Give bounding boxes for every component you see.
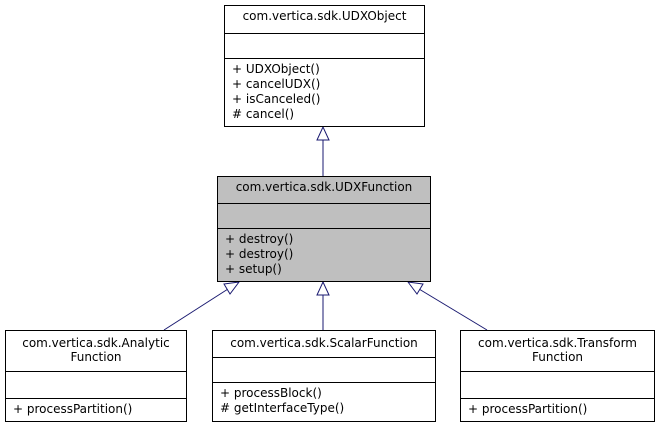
- class-udxfunction-methods: + destroy() + destroy() + setup(): [218, 228, 430, 277]
- class-transform-function-attributes: [461, 371, 654, 398]
- arrowhead-udxobject: [316, 125, 330, 141]
- method: + processBlock(): [220, 386, 322, 400]
- class-analytic-function-methods: + processPartition(): [6, 398, 186, 417]
- arrowhead-from-transform: [406, 281, 424, 295]
- method: + isCanceled(): [232, 92, 321, 106]
- arrowhead-from-scalar: [316, 280, 330, 296]
- method: + destroy(): [225, 232, 294, 246]
- class-udxobject-title: com.vertica.sdk.UDXObject: [242, 9, 407, 23]
- class-analytic-function-title-line1: com.vertica.sdk.Analytic: [22, 336, 170, 350]
- class-scalar-function-title: com.vertica.sdk.ScalarFunction: [230, 336, 418, 350]
- class-transform-function-name-section: com.vertica.sdk.Transform Function: [461, 331, 654, 371]
- class-analytic-function[interactable]: com.vertica.sdk.Analytic Function + proc…: [5, 330, 187, 422]
- class-analytic-function-attributes: [6, 371, 186, 398]
- class-transform-function-title-line2: Function: [531, 350, 584, 364]
- class-scalar-function-attributes: [213, 357, 435, 382]
- class-udxfunction[interactable]: com.vertica.sdk.UDXFunction + destroy() …: [217, 176, 431, 282]
- class-udxobject-methods: + UDXObject() + cancelUDX() + isCanceled…: [225, 58, 424, 122]
- class-analytic-function-title-line2: Function: [70, 350, 122, 364]
- method: # cancel(): [232, 107, 295, 121]
- class-udxobject[interactable]: com.vertica.sdk.UDXObject + UDXObject() …: [224, 5, 425, 127]
- class-transform-function[interactable]: com.vertica.sdk.Transform Function + pro…: [460, 330, 655, 422]
- class-scalar-function-methods: + processBlock() # getInterfaceType(): [213, 382, 435, 416]
- method: + destroy(): [225, 247, 294, 261]
- class-udxfunction-attributes: [218, 203, 430, 228]
- method: + UDXObject(): [232, 62, 320, 76]
- class-transform-function-methods: + processPartition(): [461, 398, 654, 417]
- class-udxobject-attributes: [225, 33, 424, 58]
- class-scalar-function-name-section: com.vertica.sdk.ScalarFunction: [213, 331, 435, 357]
- class-udxfunction-name-section: com.vertica.sdk.UDXFunction: [218, 177, 430, 203]
- method: # getInterfaceType(): [220, 401, 345, 415]
- arrowhead-from-analytic: [223, 281, 241, 295]
- class-transform-function-title-line1: com.vertica.sdk.Transform: [478, 336, 637, 350]
- method: + processPartition(): [468, 402, 588, 416]
- edge-transform-to-udxfunction: [418, 288, 488, 331]
- method: + setup(): [225, 262, 282, 276]
- class-udxfunction-title: com.vertica.sdk.UDXFunction: [235, 180, 413, 194]
- method: + processPartition(): [13, 402, 133, 416]
- class-udxobject-name-section: com.vertica.sdk.UDXObject: [225, 6, 424, 33]
- edge-analytic-to-udxfunction: [163, 288, 229, 331]
- class-scalar-function[interactable]: com.vertica.sdk.ScalarFunction + process…: [212, 330, 436, 422]
- class-analytic-function-name-section: com.vertica.sdk.Analytic Function: [6, 331, 186, 371]
- method: + cancelUDX(): [232, 77, 321, 91]
